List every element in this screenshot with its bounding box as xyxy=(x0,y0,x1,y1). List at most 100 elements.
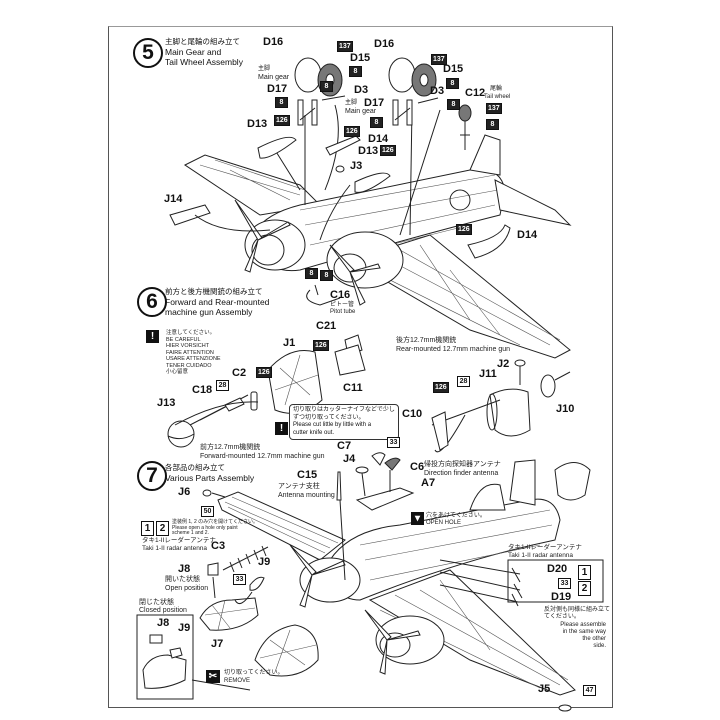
step-5-number: 5 xyxy=(133,38,163,68)
wheel-parts xyxy=(257,57,472,193)
part-label-d15-right: D15 xyxy=(443,63,464,75)
color-tag: 126 xyxy=(433,382,449,393)
scheme-1-badge: 1 xyxy=(141,521,154,536)
caution-line: BE CAREFUL xyxy=(166,336,201,343)
part-label-c11: C11 xyxy=(343,382,363,394)
scheme-2-badge-right: 2 xyxy=(578,581,591,596)
part-label-j13: J13 xyxy=(157,397,176,409)
step-5-title-en-2: Tail Wheel Assembly xyxy=(165,57,243,67)
radar-antenna-jp: タキ1-IIレーダーアンテナ xyxy=(142,537,216,544)
pitot-tube-en: Pitot tube xyxy=(330,309,356,315)
part-label-c3: C3 xyxy=(211,540,226,552)
main-gear-en: Main gear xyxy=(258,74,290,81)
color-tag: 47 xyxy=(583,685,596,696)
color-tag: 8 xyxy=(486,119,499,130)
aircraft-drawing-step7 xyxy=(199,452,591,712)
part-label-d17: D17 xyxy=(267,83,288,95)
main-gear-jp-2: 主脚 xyxy=(345,100,358,106)
part-label-d16-right: D16 xyxy=(374,38,395,50)
part-label-j11: J11 xyxy=(479,368,497,380)
part-label-c16: C16 xyxy=(330,289,351,301)
forward-gun-jp: 前方12.7mm機関銃 xyxy=(200,444,261,451)
color-tag: 8 xyxy=(320,270,333,281)
drill-icon: ▾ xyxy=(411,512,424,525)
caution-line: TENER CUIDADO xyxy=(166,362,212,369)
pitot-tube-jp: ピトー管 xyxy=(330,302,355,308)
cut-caution-icon: ! xyxy=(275,422,288,435)
part-label-j9: J9 xyxy=(258,556,271,568)
part-label-c15: C15 xyxy=(297,469,318,481)
color-tag: 126 xyxy=(313,340,329,351)
part-label-a7: A7 xyxy=(421,477,436,489)
scheme-1-badge-right: 1 xyxy=(578,565,591,580)
part-label-c12: C12 xyxy=(465,87,486,99)
scheme-2-badge: 2 xyxy=(156,521,169,536)
part-label-j2: J2 xyxy=(497,358,510,370)
part-label-d3-right: D3 xyxy=(430,85,445,97)
color-tag: 126 xyxy=(274,115,290,126)
color-tag: 137 xyxy=(337,41,353,52)
radar-antenna-en: Taki 1-II radar antenna xyxy=(142,545,208,552)
caution-text: 注意してください。 BE CAREFUL HIER VORSICHT FAIRE… xyxy=(166,330,221,376)
hole-scheme-note-jp: 塗装例 1, 2 のみ穴を開けてください。 xyxy=(172,519,258,525)
same-way-jp-2: てください。 xyxy=(544,614,580,620)
color-tag: 126 xyxy=(344,126,360,137)
color-tag: 8 xyxy=(320,81,333,92)
step-5-title-jp: 主脚と尾輪の組み立て xyxy=(165,37,240,46)
color-tag: 8 xyxy=(275,97,288,108)
remove-icon: ✂ xyxy=(206,670,220,683)
antenna-mounting-jp: アンテナ支柱 xyxy=(278,483,320,490)
caution-line: 注意してください。 xyxy=(166,330,216,336)
part-label-c7: C7 xyxy=(337,440,352,452)
part-label-d14: D14 xyxy=(368,133,389,145)
step-7-title-en: Various Parts Assembly xyxy=(165,473,255,483)
color-tag: 33 xyxy=(558,578,571,589)
part-label-d13-2: D13 xyxy=(358,145,379,157)
part-label-j10: J10 xyxy=(556,403,575,415)
part-label-c21: C21 xyxy=(316,320,337,332)
antenna-mounting-en: Antenna mounting xyxy=(278,492,335,499)
part-label-j3: J3 xyxy=(350,160,363,172)
step-5-title: 主脚と尾輪の組み立て Main Gear and Tail Wheel Asse… xyxy=(165,37,243,67)
part-label-d14-right: D14 xyxy=(517,229,538,241)
main-gear-jp: 主脚 xyxy=(258,66,271,72)
color-tag: 8 xyxy=(349,66,362,77)
same-way-en-4: side. xyxy=(593,643,606,649)
color-tag: 8 xyxy=(446,78,459,89)
color-tag: 8 xyxy=(447,99,460,110)
part-label-j1: J1 xyxy=(283,337,296,349)
step-5-title-en-1: Main Gear and xyxy=(165,47,222,57)
color-tag: 33 xyxy=(387,437,400,448)
part-label-j4: J4 xyxy=(343,453,356,465)
radar-antenna-right-jp: タキ1-IIレーダーアンテナ xyxy=(508,544,582,551)
remove-en: REMOVE xyxy=(224,678,251,684)
step-6-title: 前方と後方機関銃の組み立て Forward and Rear-mounted m… xyxy=(165,287,269,317)
color-tag: 126 xyxy=(456,224,472,235)
part-label-j5: J5 xyxy=(538,683,551,695)
same-way-en-2: in the same way xyxy=(562,629,606,635)
part-label-c6: C6 xyxy=(410,461,425,473)
step-6-title-en-2: machine gun Assembly xyxy=(165,307,253,317)
same-way-note: 反対側も同様に組み立て てください。 xyxy=(544,607,610,621)
part-label-d16: D16 xyxy=(263,36,284,48)
same-way-en-1: Please assemble xyxy=(560,622,606,628)
part-label-c2: C2 xyxy=(232,367,247,379)
tail-wheel-jp: 尾輪 xyxy=(490,86,503,92)
df-antenna-jp: 帰投方向探知器アンテナ xyxy=(424,461,501,468)
step-6-number: 6 xyxy=(137,287,167,317)
cut-note-jp-1: 切り取りはカッターナイフなどで少し xyxy=(293,407,395,413)
radar-antenna-right-en: Taki 1-II radar antenna xyxy=(508,552,574,559)
caution-line: 小心留意 xyxy=(166,369,189,375)
cut-note: 切り取りはカッターナイフなどで少し ずつ切り取ってください。 Please cu… xyxy=(289,404,399,440)
step-7-title-jp: 各部品の組み立て xyxy=(165,463,225,472)
caution-line: FAIRE ATTENTION xyxy=(166,349,214,356)
cut-note-jp-2: ずつ切り取ってください。 xyxy=(293,414,365,421)
color-tag: 137 xyxy=(431,54,447,65)
closed-position-en: Closed position xyxy=(139,607,187,614)
part-label-j8-closed: J8 xyxy=(157,617,170,629)
open-position-jp: 開いた状態 xyxy=(165,576,200,583)
part-label-j6: J6 xyxy=(178,486,191,498)
same-way-note-en: Please assemble in the same way the othe… xyxy=(550,622,606,650)
tail-wheel-en: Tail wheel xyxy=(484,94,511,100)
